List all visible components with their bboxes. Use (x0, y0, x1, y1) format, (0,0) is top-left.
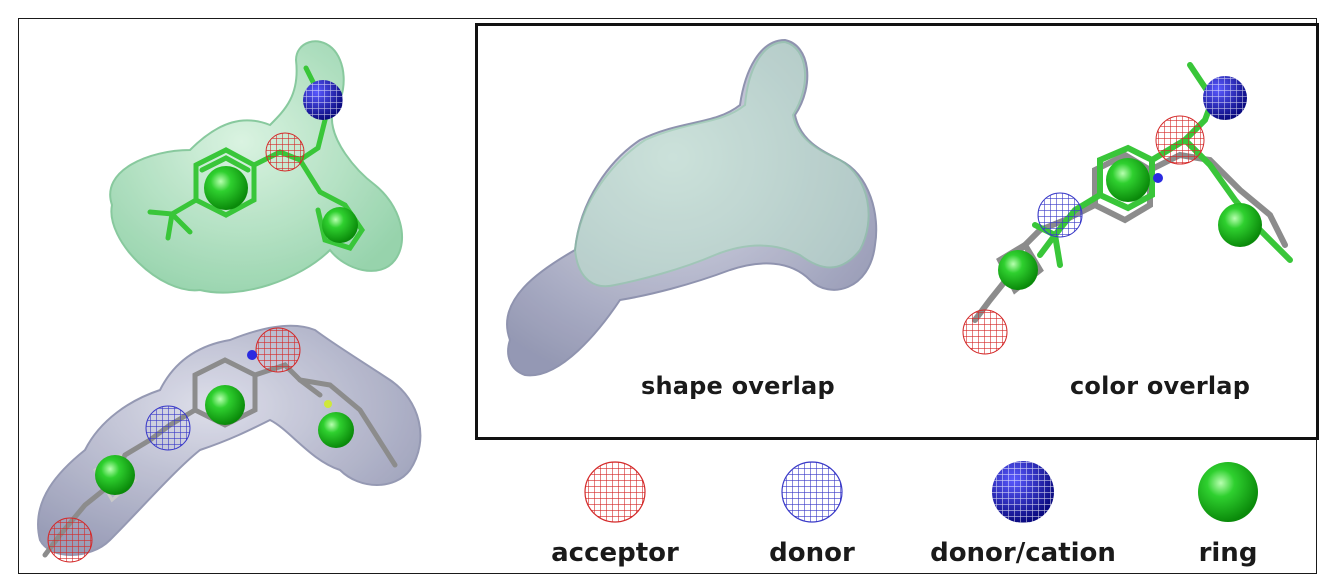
shape-overlap-caption: shape overlap (641, 372, 835, 400)
color-overlap-illustration (963, 65, 1290, 354)
legend-label-ring: ring (1199, 538, 1258, 568)
legend-acceptor-sphere (585, 462, 645, 522)
color-overlap-caption: color overlap (1070, 372, 1250, 400)
legend-label-acceptor: acceptor (551, 538, 679, 568)
legend-donor-cation-sphere (992, 461, 1054, 523)
legend-label-donor: donor (769, 538, 855, 568)
query-molecule-green (110, 41, 402, 292)
legend-ring-sphere (1198, 462, 1258, 522)
legend-label-donor-cation: donor/cation (930, 538, 1116, 568)
legend-donor-sphere (782, 462, 842, 522)
shape-overlap-illustration (507, 40, 876, 375)
reference-molecule-grey (38, 326, 420, 562)
